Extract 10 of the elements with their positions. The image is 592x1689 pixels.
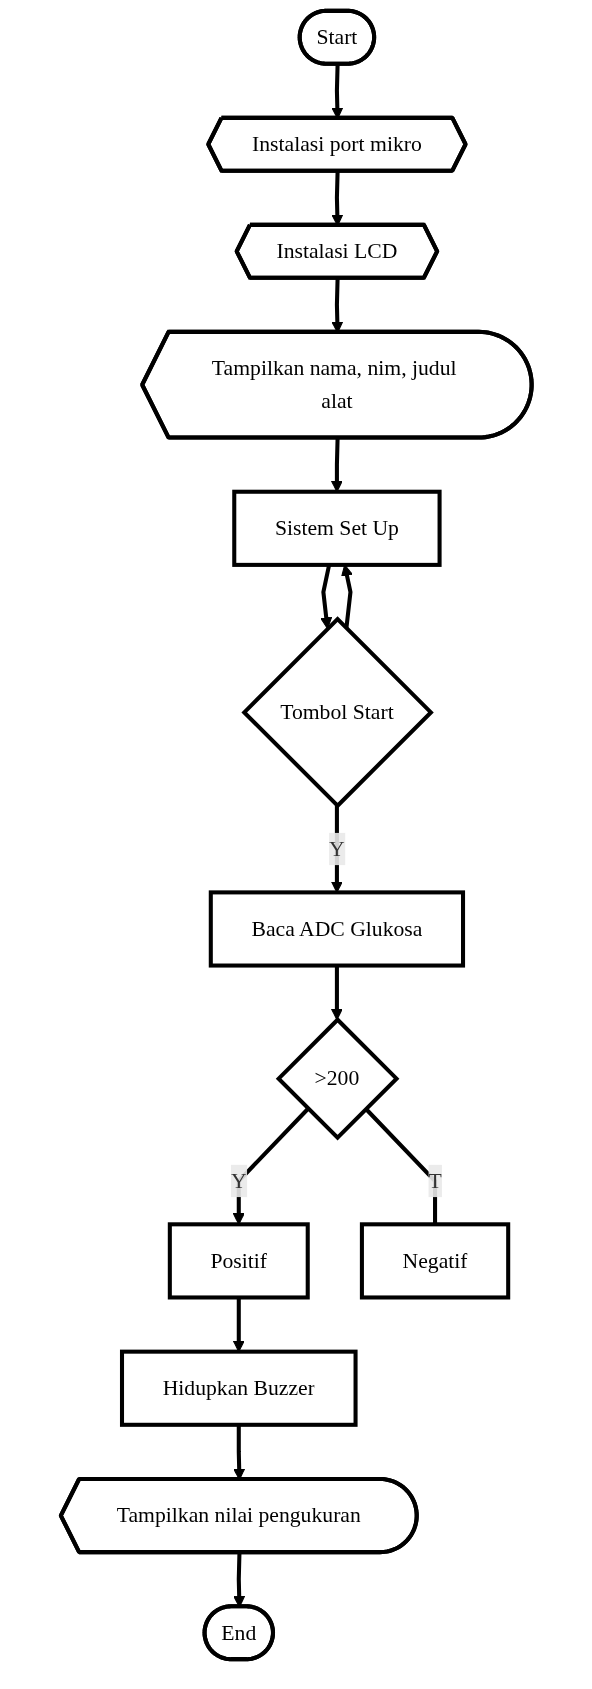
node-box: Baca ADC Glukosa [208, 890, 465, 968]
node-box: Negatif [359, 1222, 510, 1300]
edge-label: Y [328, 836, 345, 860]
node-diamond: Tombol Start [241, 616, 434, 809]
node-box: Positif [167, 1222, 310, 1300]
node-box: Sistem Set Up [232, 489, 442, 567]
edge-label: T [428, 1168, 442, 1192]
edge-label: Y [230, 1168, 247, 1192]
node-diamond: >200 [275, 1016, 400, 1141]
node-box: Hidupkan Buzzer [119, 1349, 358, 1427]
